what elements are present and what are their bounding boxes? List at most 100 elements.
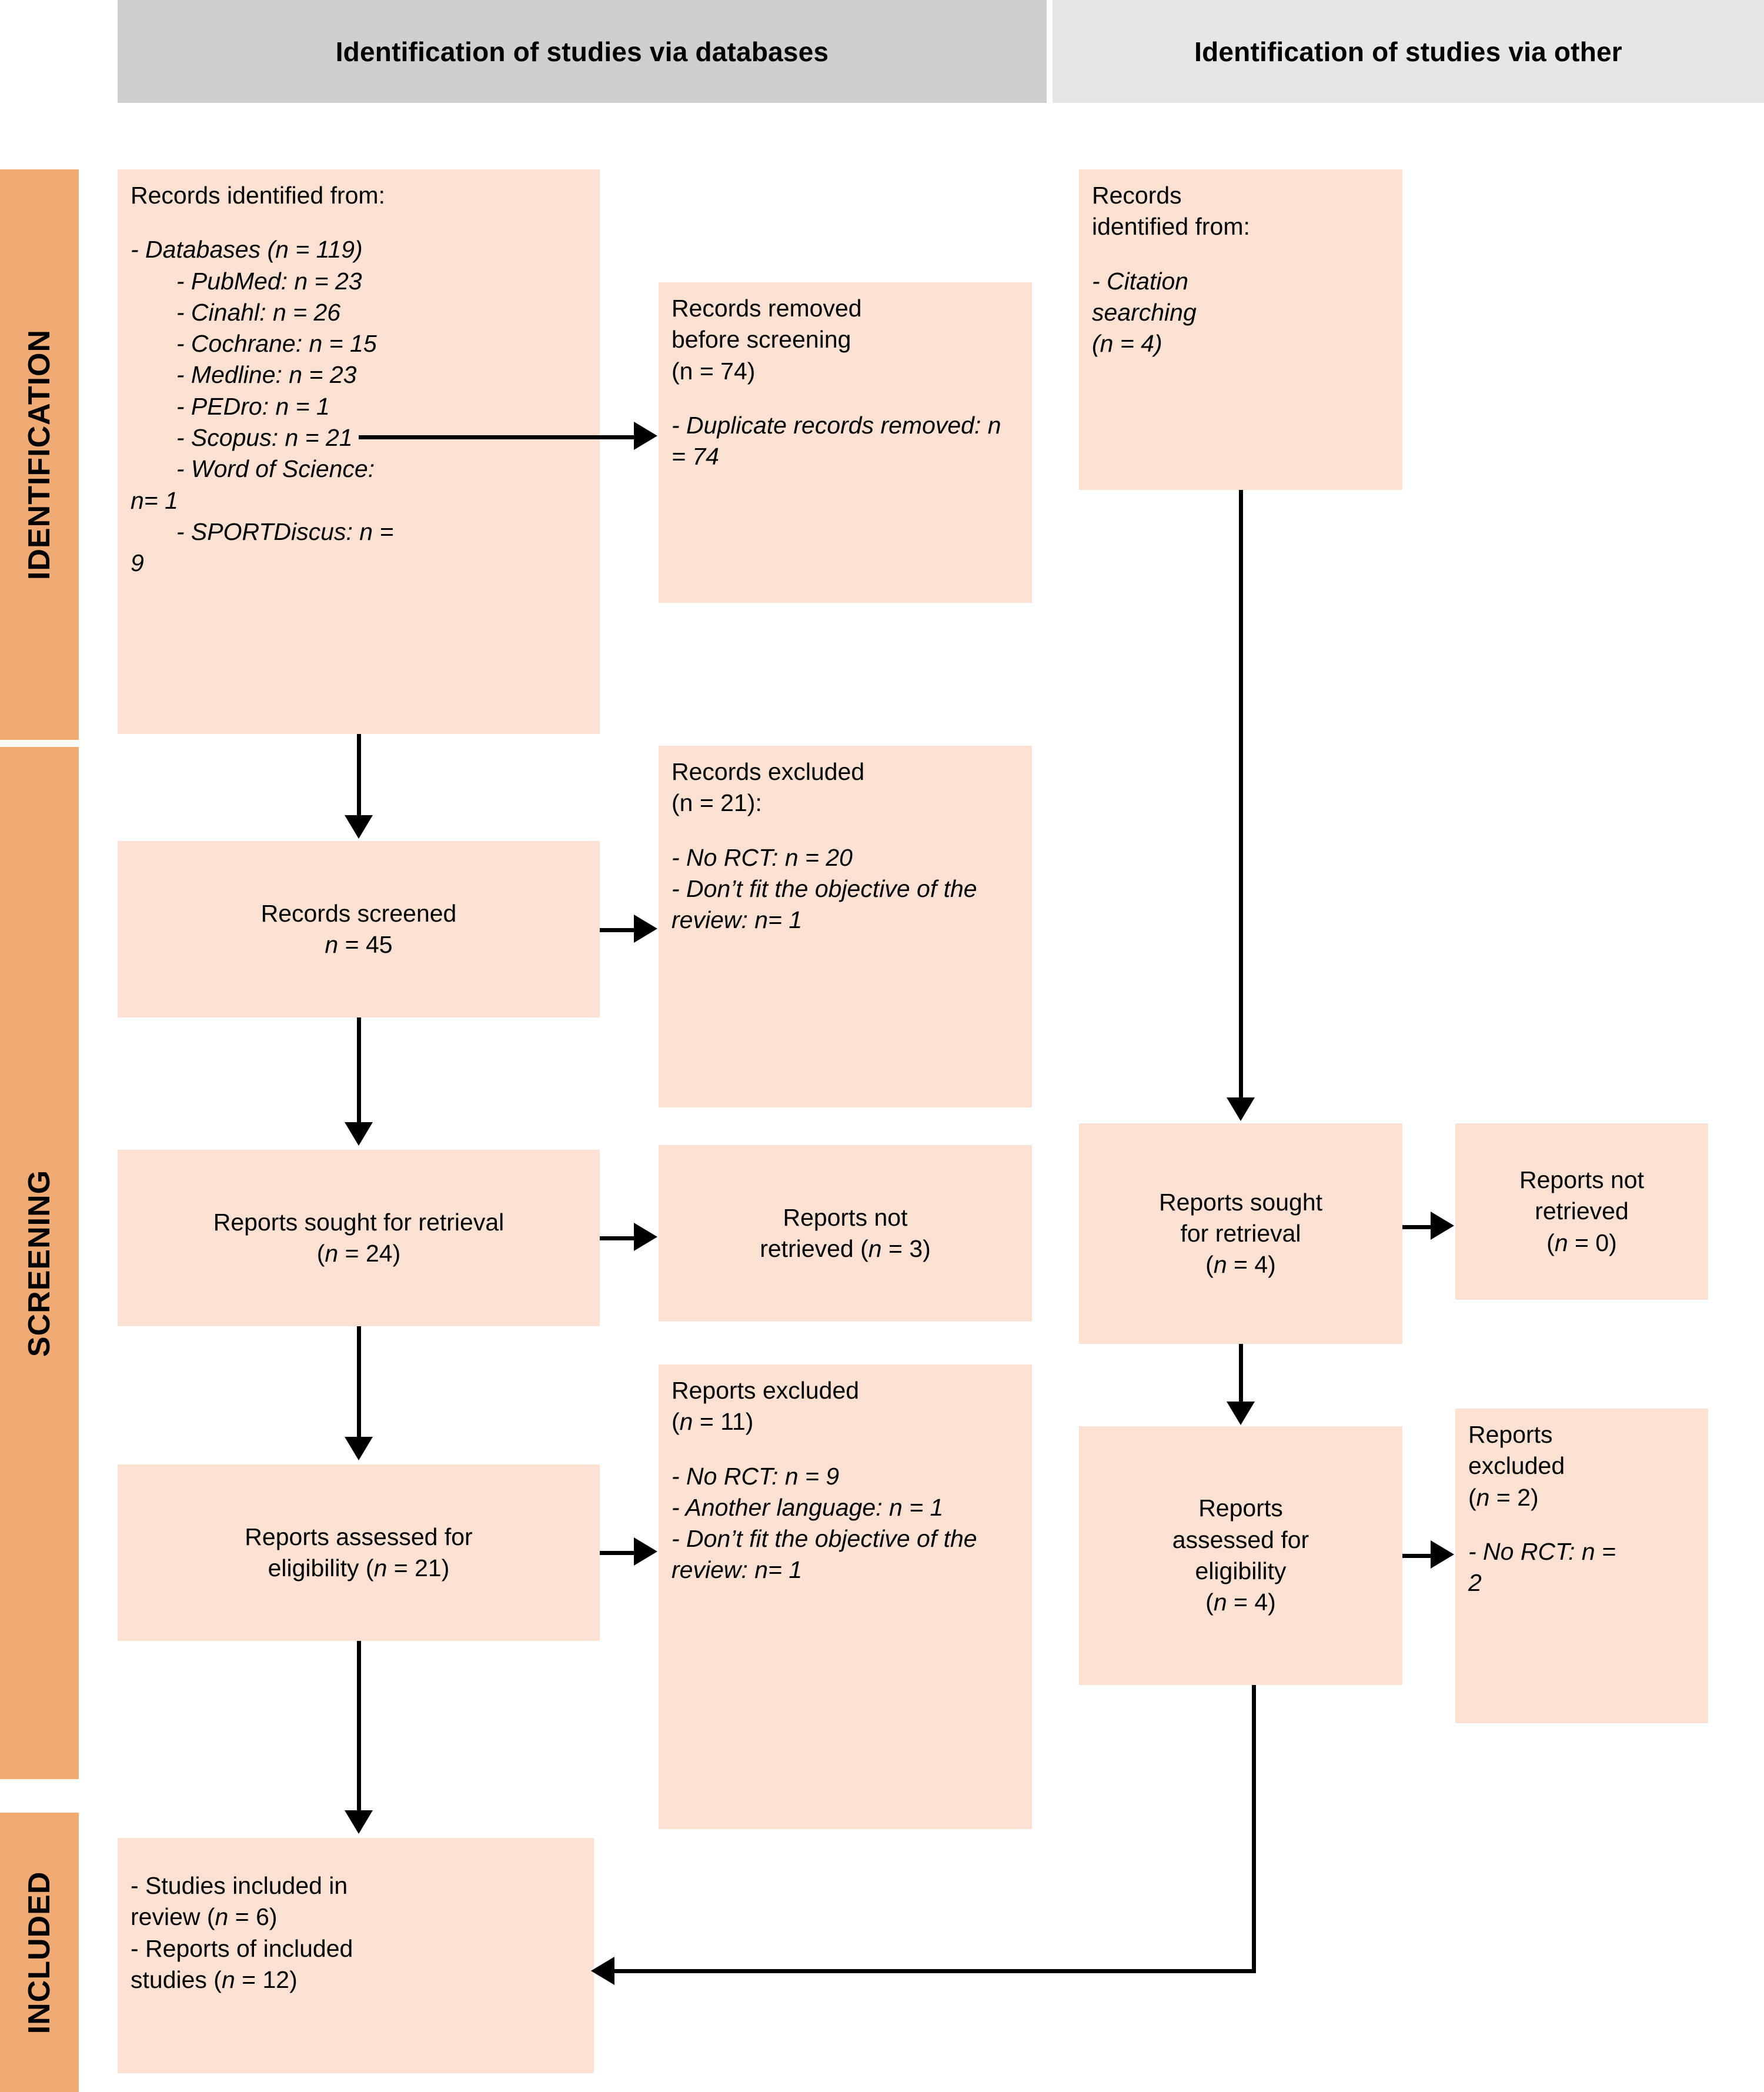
reports-not-retrieved-other-line2: retrieved: [1535, 1197, 1629, 1225]
records-identified-db-title: Records identified from:: [131, 182, 385, 209]
reports-not-retrieved-other-line3: (n = 0): [1546, 1229, 1617, 1256]
connector-line: [1402, 1225, 1432, 1229]
header-databases-label: Identification of studies via databases: [335, 36, 829, 67]
arrow-down-icon: [345, 815, 373, 839]
arrow-right-icon: [634, 1537, 657, 1566]
studies-included-line4: studies (n = 12): [131, 1966, 298, 1993]
box-records-excluded: Records excluded (n = 21): - No RCT: n =…: [659, 746, 1032, 1107]
header-databases: Identification of studies via databases: [118, 0, 1047, 103]
reports-assessed-other-line2: assessed for: [1172, 1526, 1309, 1553]
reports-excluded-db-reason: - Don’t fit the objective of the review:…: [671, 1525, 977, 1584]
box-reports-assessed-eligibility-databases: Reports assessed for eligibility (n = 21…: [118, 1464, 600, 1641]
reports-sought-other-line3: (n = 4): [1205, 1251, 1276, 1279]
source-item: - PubMed: n = 23: [176, 267, 362, 295]
box-reports-excluded-databases: Reports excluded (n = 11) - No RCT: n = …: [659, 1364, 1032, 1829]
reports-assessed-other-line1: Reports: [1198, 1494, 1283, 1522]
box-records-identified-databases: Records identified from: - Databases (n …: [118, 169, 600, 734]
phase-band-identification: IDENTIFICATION: [0, 169, 79, 740]
source-item-wos-tail: n= 1: [131, 486, 178, 514]
studies-included-line3: - Reports of included: [131, 1934, 353, 1962]
phase-band-included-label: INCLUDED: [22, 1871, 56, 2034]
reports-not-retrieved-db-line1: Reports not: [783, 1203, 908, 1231]
reports-excluded-db-line2: (n = 11): [671, 1408, 754, 1436]
arrow-down-icon: [345, 1437, 373, 1460]
records-excluded-reason: - No RCT: n = 20: [671, 843, 853, 871]
arrow-right-icon: [634, 915, 657, 943]
connector-line: [357, 1017, 361, 1123]
phase-band-screening-label: SCREENING: [22, 1169, 56, 1357]
source-item-sportdiscus-tail: 9: [131, 549, 144, 577]
records-identified-other-line1: Records: [1092, 182, 1182, 209]
box-reports-not-retrieved-databases: Reports not retrieved (n = 3): [659, 1145, 1032, 1322]
reports-not-retrieved-other-line1: Reports not: [1519, 1166, 1644, 1194]
connector-line: [1252, 1685, 1256, 1973]
box-records-screened: Records screened n = 45: [118, 841, 600, 1017]
connector-line: [357, 1641, 361, 1811]
connector-line: [600, 928, 635, 932]
records-excluded-line2: (n = 21):: [671, 789, 762, 817]
records-removed-detail: - Duplicate records removed: n = 74: [671, 411, 1001, 471]
reports-sought-other-line1: Reports sought: [1158, 1188, 1323, 1216]
arrow-right-icon: [1431, 1212, 1454, 1240]
source-item: - SPORTDiscus: n =: [176, 518, 394, 545]
arrow-left-icon: [591, 1957, 614, 1985]
box-reports-sought-retrieval-other: Reports sought for retrieval (n = 4): [1079, 1123, 1402, 1344]
records-excluded-reason: - Don’t fit the objective of the review:…: [671, 875, 977, 934]
records-identified-other-detail1: - Citation: [1092, 267, 1189, 295]
reports-excluded-other-line2: excluded: [1468, 1452, 1565, 1480]
connector-line: [357, 734, 361, 816]
reports-assessed-other-line3: eligibility: [1195, 1557, 1287, 1584]
reports-excluded-db-reason: - Another language: n = 1: [671, 1493, 944, 1521]
studies-included-line2: review (n = 6): [131, 1903, 278, 1931]
records-removed-line3: (n = 74): [671, 357, 756, 385]
reports-excluded-db-reason: - No RCT: n = 9: [671, 1462, 840, 1490]
arrow-down-icon: [1227, 1402, 1255, 1425]
phase-band-included: INCLUDED: [0, 1813, 79, 2092]
reports-assessed-other-line4: (n = 4): [1205, 1589, 1276, 1616]
connector-line: [1239, 490, 1243, 1099]
connector-line: [600, 1551, 635, 1555]
box-reports-not-retrieved-other: Reports not retrieved (n = 0): [1455, 1123, 1708, 1300]
reports-sought-other-line2: for retrieval: [1180, 1219, 1301, 1247]
reports-not-retrieved-db-line2: retrieved (n = 3): [760, 1235, 931, 1262]
source-item: - Cochrane: n = 15: [176, 330, 377, 358]
reports-excluded-other-line1: Reports: [1468, 1421, 1553, 1448]
header-other-label: Identification of studies via other: [1194, 36, 1622, 67]
phase-band-screening: SCREENING: [0, 747, 79, 1779]
records-identified-db-lead: - Databases (n = 119): [131, 236, 363, 263]
reports-excluded-db-line1: Reports excluded: [671, 1377, 860, 1404]
reports-excluded-other-line3: (n = 2): [1468, 1483, 1539, 1511]
connector-line: [359, 435, 635, 439]
records-screened-line2: n = 45: [325, 931, 393, 958]
reports-sought-db-line2: (n = 24): [316, 1240, 401, 1267]
box-records-identified-other: Records identified from: - Citation sear…: [1079, 169, 1402, 490]
arrow-down-icon: [345, 1810, 373, 1834]
records-screened-line1: Records screened: [260, 899, 457, 927]
records-identified-other-line2: identified from:: [1092, 213, 1250, 241]
box-reports-assessed-eligibility-other: Reports assessed for eligibility (n = 4): [1079, 1426, 1402, 1685]
records-excluded-line1: Records excluded: [671, 758, 865, 785]
records-identified-other-detail3: (n = 4): [1092, 330, 1162, 358]
header-other: Identification of studies via other: [1053, 0, 1764, 103]
connector-line: [600, 1236, 635, 1240]
box-studies-included: - Studies included in review (n = 6) - R…: [118, 1838, 594, 2073]
arrow-down-icon: [1227, 1097, 1255, 1121]
arrow-right-icon: [634, 422, 657, 450]
studies-included-line1: - Studies included in: [131, 1872, 348, 1899]
arrow-down-icon: [345, 1122, 373, 1146]
source-item: - Cinahl: n = 26: [176, 298, 341, 326]
box-records-removed-before-screening: Records removed before screening (n = 74…: [659, 282, 1032, 603]
connector-line: [1239, 1344, 1243, 1403]
box-reports-excluded-other: Reports excluded (n = 2) - No RCT: n = 2: [1455, 1409, 1708, 1723]
reports-excluded-other-reason-tail: 2: [1468, 1569, 1482, 1597]
reports-excluded-other-reason: - No RCT: n =: [1468, 1537, 1616, 1565]
connector-line: [357, 1326, 361, 1438]
arrow-right-icon: [1431, 1540, 1454, 1569]
box-reports-sought-retrieval-databases: Reports sought for retrieval (n = 24): [118, 1150, 600, 1326]
connector-line: [614, 1969, 1256, 1973]
reports-sought-db-line1: Reports sought for retrieval: [213, 1208, 505, 1236]
reports-assessed-db-line1: Reports assessed for: [245, 1523, 473, 1550]
connector-line: [1402, 1554, 1432, 1558]
phase-band-identification-label: IDENTIFICATION: [22, 329, 56, 580]
